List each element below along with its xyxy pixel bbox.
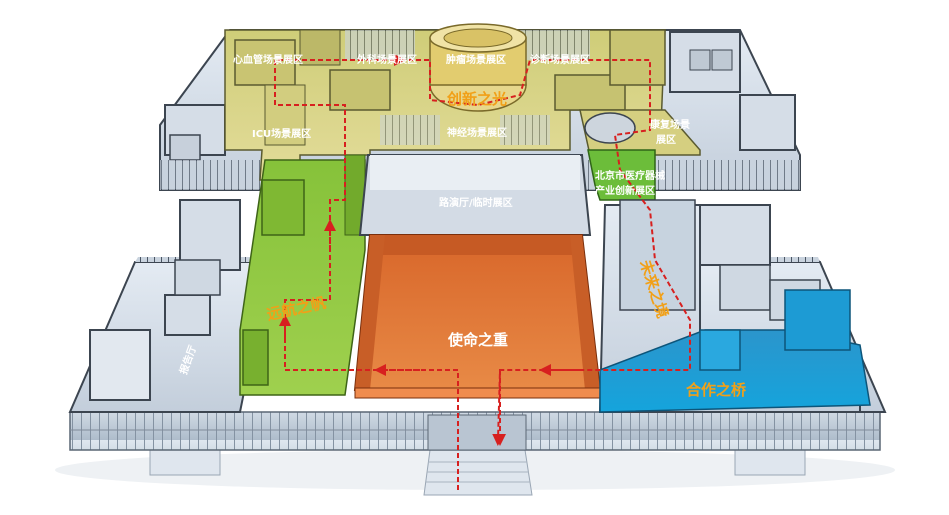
- label-tumor: 肿瘤场景展区: [446, 53, 506, 66]
- label-beijing-1: 北京市医疗器械: [595, 169, 665, 182]
- label-diagnosis: 诊断场景展区: [530, 53, 590, 66]
- roadshow-hall: [358, 154, 592, 236]
- left-wing: [68, 199, 272, 413]
- label-surgery: 外科场景展区: [356, 53, 417, 66]
- mission-hall: [353, 234, 602, 399]
- label-icu: ICU场景展区: [252, 127, 311, 140]
- label-roadshow: 路演厅/临时展区: [439, 196, 513, 209]
- label-cardio: 心血管场景展区: [233, 53, 303, 66]
- label-neuro: 神经场景展区: [447, 126, 507, 139]
- green-zone-left: [239, 154, 366, 396]
- rehab-zone: [579, 109, 701, 156]
- visit-route: [274, 54, 691, 490]
- theme-cooperation-bridge: 合作之桥: [685, 381, 747, 399]
- front-facade: [69, 411, 881, 451]
- label-rehab-2: 展区: [656, 134, 676, 146]
- label-rehab-1: 康复场景: [650, 118, 690, 131]
- tumor-rotunda: [429, 23, 527, 112]
- label-beijing-2: 产业创新展区: [595, 184, 655, 197]
- blue-zone: [598, 199, 871, 413]
- theme-mission-weight: 使命之重: [447, 331, 508, 349]
- theme-innovation-light: 创新之光: [446, 90, 507, 108]
